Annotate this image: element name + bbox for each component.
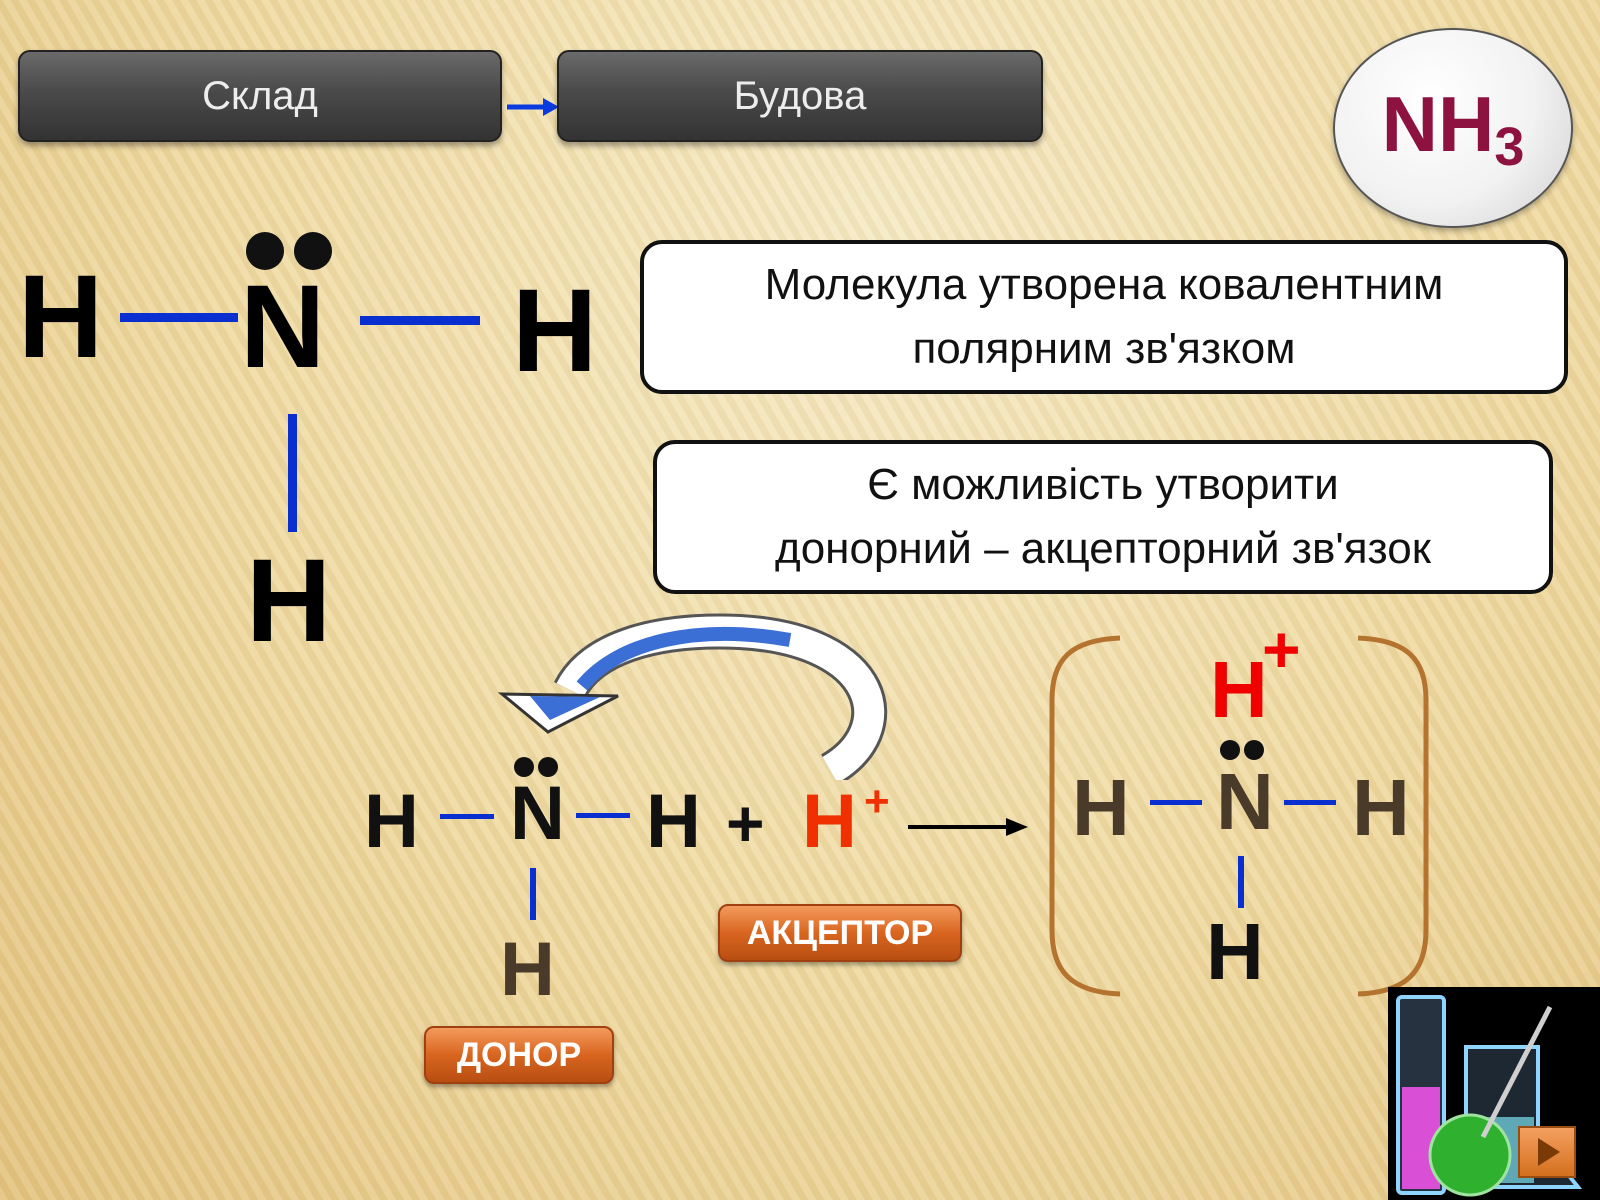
bond-right [360, 316, 480, 325]
plus-sign: + [726, 786, 765, 860]
formula-text: NH3 [1381, 79, 1525, 177]
donor-acceptor-line-1: Є можливість утворити [867, 460, 1339, 509]
ammonium-brackets [1049, 635, 1429, 997]
donor-acceptor-line-2: донорний – акцепторний зв'язок [775, 524, 1431, 573]
reaction-arrow-icon [908, 818, 1028, 836]
ammonium-h-bottom: H [1206, 907, 1264, 996]
reaction-bond-right [576, 813, 630, 818]
reaction-h-left: H [364, 779, 419, 864]
reaction-n-atom: N [510, 771, 565, 856]
bond-type-line-2: полярним зв'язком [912, 324, 1296, 373]
h-atom-left: H [18, 251, 104, 383]
reaction-h-right: H [646, 779, 701, 864]
formula-badge: NH3 [1333, 28, 1573, 228]
proton-charge: + [864, 777, 890, 826]
ammonium-lone-pair-dot-1 [1220, 740, 1240, 760]
bond-left [120, 313, 238, 322]
reaction-lone-pair-dot-2 [538, 757, 558, 777]
ammonium-charge: + [1262, 612, 1301, 686]
composition-button[interactable]: Склад [18, 50, 502, 142]
n-atom: N [240, 261, 326, 393]
reaction-bond-left [440, 814, 494, 819]
play-button[interactable] [1518, 1126, 1576, 1178]
reaction-bond-down [530, 868, 536, 920]
reaction-lone-pair-dot-1 [514, 757, 534, 777]
acceptor-label-text: АКЦЕПТОР [746, 913, 934, 952]
bond-type-box: Молекула утворена ковалентним полярним з… [640, 240, 1568, 394]
structure-button-label: Будова [733, 73, 867, 118]
lone-pair-dot-2 [294, 232, 332, 270]
ammonium-h-right: H [1352, 763, 1410, 852]
ammonium-lone-pair-dot-2 [1244, 740, 1264, 760]
donor-acceptor-box: Є можливість утворити донорний – акцепто… [653, 440, 1553, 594]
composition-button-label: Склад [202, 73, 318, 118]
ammonium-n-atom: N [1216, 757, 1274, 846]
ammonium-bond-down [1238, 856, 1244, 908]
ammonium-bond-left [1150, 800, 1202, 805]
acceptor-label: АКЦЕПТОР [718, 904, 962, 962]
curved-arrow-icon [497, 613, 888, 780]
ammonium-h-top: H [1210, 645, 1268, 734]
ammonium-h-left: H [1072, 763, 1130, 852]
nav-arrow-icon [507, 98, 559, 116]
reaction-h-bottom: H [500, 927, 555, 1012]
lone-pair-dot-1 [246, 232, 284, 270]
donor-label: ДОНОР [424, 1026, 614, 1084]
proton-h: H [802, 779, 857, 864]
play-icon [1538, 1138, 1560, 1166]
bond-down [288, 414, 297, 532]
h-atom-bottom: H [246, 535, 332, 667]
ammonium-bond-right [1284, 800, 1336, 805]
bond-type-line-1: Молекула утворена ковалентним [764, 260, 1444, 309]
h-atom-right: H [512, 265, 598, 397]
structure-button[interactable]: Будова [557, 50, 1043, 142]
donor-label-text: ДОНОР [456, 1035, 582, 1074]
